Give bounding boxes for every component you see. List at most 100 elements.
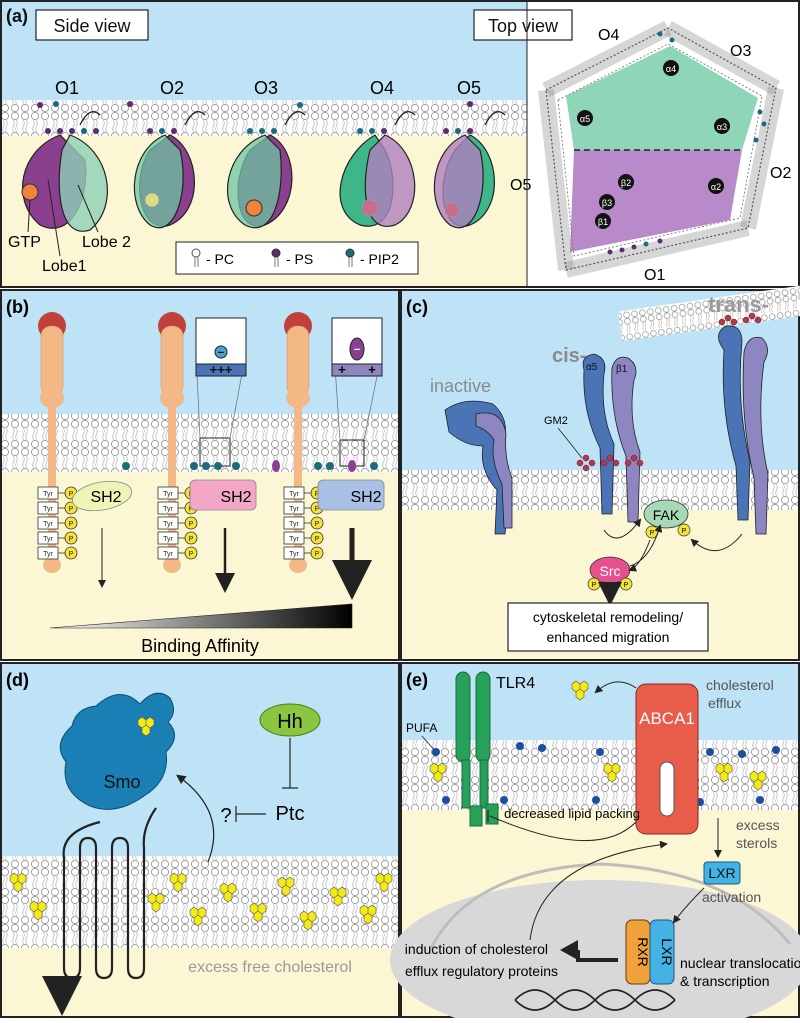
oligomer-o3 — [227, 111, 306, 229]
efflux-label: efflux — [708, 695, 741, 711]
src-node: Src P P — [587, 556, 633, 591]
tlr4-receptor — [455, 671, 499, 827]
hh-label: Hh — [277, 711, 303, 733]
induction-line1: induction of cholesterol — [405, 941, 548, 957]
lobe1-label: Lobe1 — [42, 258, 87, 275]
beta1-label: β1 — [616, 364, 628, 375]
oligomer-label-o3: O3 — [254, 78, 278, 98]
cis-label: cis- — [552, 345, 586, 367]
smo-label: Smo — [103, 772, 140, 792]
membrane-trans — [617, 283, 800, 342]
subunit-b1: β1 — [595, 213, 611, 229]
rxr-label: RXR — [635, 937, 651, 967]
pufa-label: PUFA — [406, 721, 437, 735]
negative-charge-2: − — [218, 347, 224, 359]
membrane-charges-b — [122, 460, 378, 472]
panel-b: (b) SH2 — [0, 289, 400, 661]
question-mark: ? — [220, 805, 231, 827]
smo-protein: Smo — [59, 692, 175, 980]
svg-text:α2: α2 — [711, 182, 721, 192]
side-view-label: Side view — [53, 16, 131, 36]
receptor-1: SH2 — [37, 312, 133, 588]
panel-d-label: (d) — [6, 670, 29, 690]
oligomer-label-o4: O4 — [370, 78, 394, 98]
legend-ps: - PS — [286, 251, 313, 267]
hh-node — [259, 703, 321, 737]
affinity-wedge — [49, 603, 353, 629]
nuclear-line2: & transcription — [680, 973, 769, 989]
svg-text:β1: β1 — [598, 217, 608, 227]
oligomer-o1 — [21, 111, 108, 232]
panel-c: (c) trans- cis- inactive α5 β1 GM2 — [400, 283, 800, 661]
nuclear-line1: nuclear translocation — [680, 955, 800, 971]
svg-text:α4: α4 — [666, 64, 676, 74]
panel-e-label: (e) — [406, 670, 428, 690]
positive-charge-3a: + — [338, 362, 346, 377]
panel-a: (a) Side view Top view O1 O2 O3 O4 O5 — [0, 0, 800, 288]
fak-p2: P — [682, 528, 687, 535]
membrane-c — [402, 470, 798, 510]
gm2-label: GM2 — [544, 415, 568, 427]
lxr-box-label: LXR — [708, 865, 735, 881]
fak-p1: P — [650, 530, 655, 537]
membrane-d — [2, 856, 398, 948]
outcome-line1: cytoskeletal remodeling/ — [533, 609, 683, 625]
subunit-a5: α5 — [577, 110, 593, 126]
oligomer-o4 — [339, 111, 416, 228]
alpha5-label: α5 — [586, 362, 598, 373]
subunit-a3: α3 — [714, 118, 730, 134]
subunit-b3: β3 — [599, 194, 615, 210]
top-label-o1: O1 — [644, 267, 665, 284]
activation-label: activation — [702, 889, 761, 905]
rxr-lxr-dimer: RXR LXR — [625, 919, 675, 985]
excess-label: excess — [736, 817, 780, 833]
receptor-3: SH2 − + + — [283, 312, 385, 600]
lipid-legend: - PC - PS - PIP2 — [175, 241, 419, 275]
panel-d: (d) Smo Hh Ptc ? — [0, 662, 400, 1018]
legend-pc: - PC — [206, 251, 234, 267]
oligomer-label-o2: O2 — [160, 78, 184, 98]
tlr4-label: TLR4 — [496, 675, 535, 692]
panel-c-label: (c) — [406, 297, 428, 317]
panel-a-label: (a) — [6, 6, 28, 26]
abca1-label: ABCA1 — [639, 709, 695, 728]
top-label-o4: O4 — [598, 27, 619, 44]
svg-text:α3: α3 — [717, 122, 727, 132]
top-label-o3: O3 — [730, 43, 751, 60]
panel-b-label: (b) — [6, 297, 29, 317]
svg-text:α5: α5 — [580, 114, 590, 124]
inactive-label: inactive — [430, 376, 491, 396]
gtp-label: GTP — [8, 234, 41, 251]
integrin-cis: α5 β1 — [582, 353, 641, 523]
gm2-glycans — [576, 312, 762, 472]
pip2-lipid-icon — [345, 248, 355, 267]
integrin-trans — [718, 325, 769, 535]
integrin-inactive — [444, 400, 513, 535]
oligomer-label-o5: O5 — [457, 78, 481, 98]
ptc-label: Ptc — [276, 803, 305, 825]
outcome-line2: enhanced migration — [547, 629, 670, 645]
receptor-2: SH2 − +++ — [157, 312, 257, 593]
svg-text:β3: β3 — [602, 198, 612, 208]
top-view-label: Top view — [488, 16, 559, 36]
nucleus — [390, 880, 800, 1023]
subunit-a4: α4 — [663, 60, 679, 76]
trans-label: trans- — [708, 292, 769, 317]
positive-charges-2: +++ — [210, 362, 233, 377]
negative-charge-3: − — [354, 344, 360, 356]
fak-label: FAK — [653, 507, 680, 523]
sterols-label: sterols — [736, 835, 777, 851]
top-label-o2: O2 — [770, 165, 791, 182]
sh2-label-3: SH2 — [350, 489, 381, 506]
decreased-packing-label: decreased lipid packing — [504, 806, 640, 821]
subunit-a2: α2 — [708, 178, 724, 194]
panel-e: (e) TLR4 PUFA ABCA1 chole — [390, 662, 800, 1023]
lobe2-label: Lobe 2 — [82, 234, 131, 251]
positive-charge-3b: + — [368, 362, 376, 377]
ps-lipid-icon — [271, 248, 281, 267]
top-label-o5: O5 — [510, 177, 531, 194]
oligomer-o5 — [433, 111, 506, 229]
legend-pip2: - PIP2 — [360, 251, 399, 267]
